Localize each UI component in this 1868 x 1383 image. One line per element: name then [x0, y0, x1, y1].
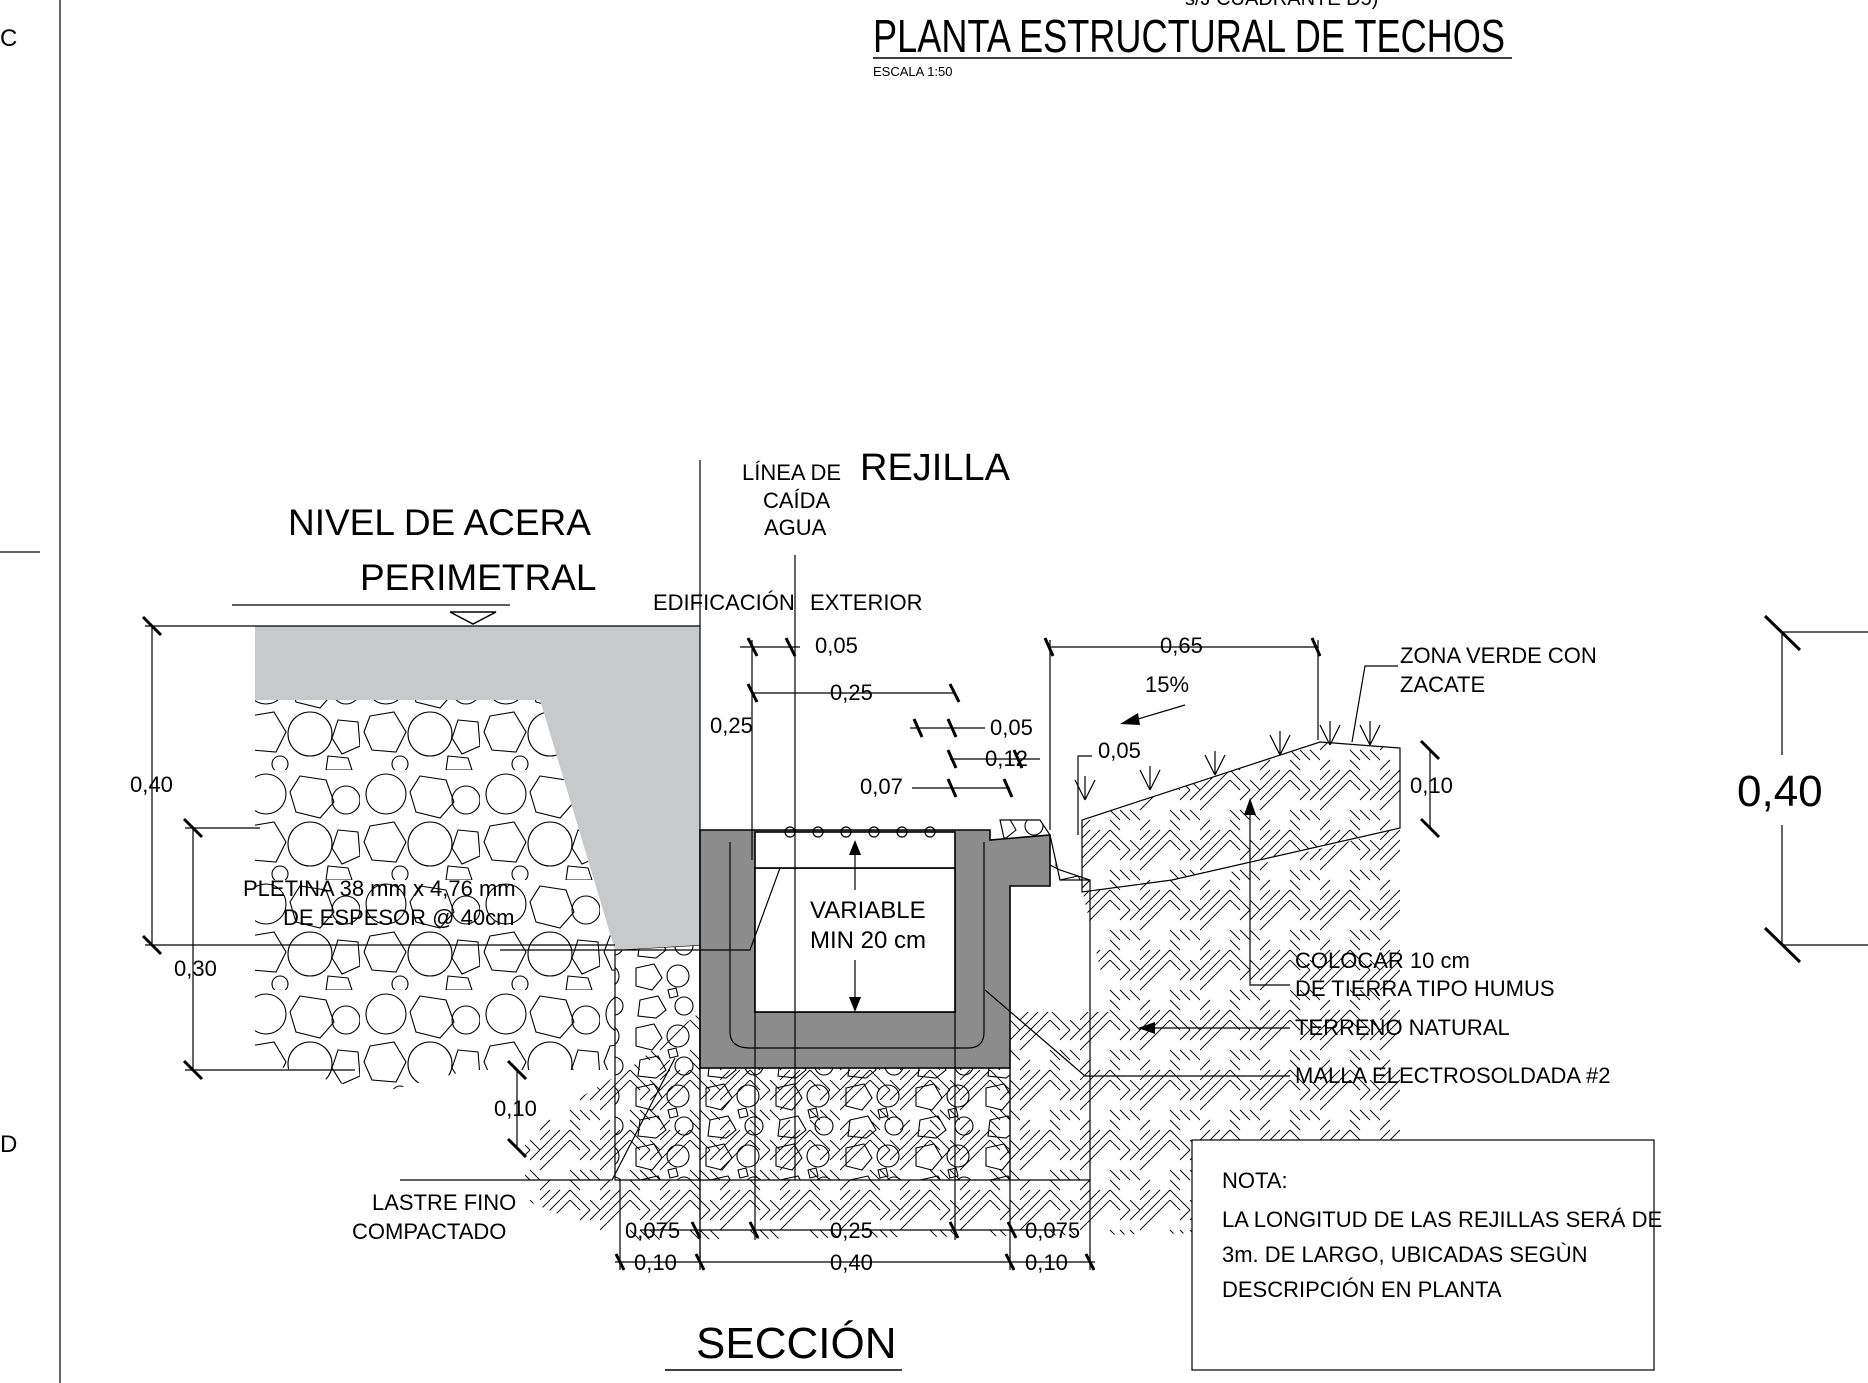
partial-subtitle: s/J CUADRANTE D5) [1185, 0, 1378, 10]
dim-040-left: 0,40 [130, 772, 173, 797]
dim-tick [1012, 749, 1024, 769]
dim-tick [946, 778, 958, 798]
dim-tick [141, 615, 163, 637]
level-triangle-icon [449, 611, 497, 625]
dim-010-bottom: 0,10 [494, 1096, 537, 1121]
section-title: SECCIÓN [696, 1319, 896, 1368]
dim-010-br: 0,10 [1025, 1250, 1068, 1275]
leader-lastre [400, 1057, 676, 1181]
label-zona-verde-2: ZACATE [1400, 672, 1485, 697]
dim-0075-left: 0,075 [625, 1218, 680, 1243]
dim-tick [1004, 1253, 1016, 1271]
label-lastre-2: COMPACTADO [352, 1219, 506, 1244]
label-lastre-1: LASTRE FINO [372, 1190, 516, 1215]
note-heading: NOTA: [1222, 1168, 1288, 1193]
dim-007: 0,07 [860, 774, 903, 799]
dim-040-bottom: 0,40 [830, 1250, 873, 1275]
label-zona-verde-1: ZONA VERDE CON [1400, 643, 1597, 668]
dim-005-mid: 0,05 [990, 715, 1033, 740]
dim-040-right-bg [1735, 755, 1835, 825]
humus-arrowhead-icon [1244, 798, 1256, 815]
dim-tick [1419, 739, 1441, 761]
dim-tick [912, 718, 924, 738]
dim-tick [614, 1253, 626, 1271]
grass-tufts [1074, 721, 1381, 801]
dim-tick [1043, 637, 1055, 657]
mesh-reinforcement [729, 842, 985, 1049]
frame-letter-top: C [0, 25, 17, 52]
dim-tick [1310, 637, 1322, 657]
label-linea-caida-2: CAÍDA [763, 488, 831, 513]
dim-tick [1763, 926, 1802, 964]
dim-tick [948, 1221, 960, 1239]
dim-tick [690, 1221, 702, 1239]
dim-040-right: 0,40 [1737, 767, 1823, 816]
label-min-20: MIN 20 cm [810, 927, 926, 954]
label-malla: MALLA ELECTROSOLDADA #2 [1295, 1063, 1610, 1088]
dim-tick [1763, 614, 1802, 652]
dim-tick [506, 1059, 528, 1081]
dim-tick [748, 1221, 760, 1239]
label-rejilla: REJILLA [860, 447, 1011, 489]
dim-line-005-right [1077, 755, 1092, 835]
dim-005-top: 0,05 [815, 633, 858, 658]
label-variable: VARIABLE [810, 897, 926, 924]
slope-arrowhead-icon [1120, 713, 1140, 725]
dim-010-right: 0,10 [1410, 773, 1453, 798]
label-slope: 15% [1145, 672, 1189, 697]
dim-025-bottom: 0,25 [830, 1218, 873, 1243]
arrow-up-icon [849, 840, 861, 855]
humus-layer [1081, 741, 1401, 893]
label-terreno-natural: TERRENO NATURAL [1295, 1015, 1510, 1040]
note-box [1191, 1139, 1655, 1371]
dim-tick [784, 637, 797, 657]
label-humus-2: DE TIERRA TIPO HUMUS [1295, 976, 1555, 1001]
dim-tick [1002, 778, 1014, 798]
dim-0075-right: 0,075 [1025, 1218, 1080, 1243]
dim-tick [694, 1253, 706, 1271]
label-pletina-1: PLETINA 38 mm x 4,76 mm [243, 876, 516, 901]
dim-025-top: 0,25 [830, 680, 873, 705]
dim-005-right: 0,05 [1098, 738, 1141, 763]
label-exterior: EXTERIOR [810, 590, 922, 615]
note-line-2: 3m. DE LARGO, UBICADAS SEGÙN [1222, 1242, 1588, 1267]
plan-scale: ESCALA 1:50 [873, 64, 953, 79]
big-stone-fill [255, 700, 615, 1090]
leader-malla [984, 989, 1290, 1077]
note-line-1: LA LONGITUD DE LAS REJILLAS SERÁ DE [1222, 1207, 1662, 1232]
label-pletina-2: DE ESPESOR @ 40cm [283, 905, 514, 930]
label-nivel-acera: NIVEL DE ACERA [288, 502, 591, 543]
dim-030: 0,30 [174, 956, 217, 981]
dim-tick [1006, 1221, 1018, 1239]
dim-tick [1084, 1253, 1096, 1271]
dim-025-vert: 0,25 [710, 713, 753, 738]
dim-tick [946, 718, 958, 738]
label-linea-caida-1: LÍNEA DE [742, 460, 841, 485]
leader-pletina [500, 867, 781, 951]
terreno-arrowhead-icon [1138, 1022, 1155, 1034]
dim-tick [1419, 817, 1441, 839]
arrow-down-icon [849, 997, 861, 1012]
note-line-3: DESCRIPCIÓN EN PLANTA [1222, 1277, 1502, 1302]
dim-tick [506, 1137, 528, 1159]
plan-title: PLANTA ESTRUCTURAL DE TECHOS [873, 10, 1505, 62]
dim-tick [948, 683, 961, 703]
leader-zona-verde [1351, 665, 1398, 743]
sidewalk-slab [255, 626, 700, 950]
frame-letter-bottom: D [0, 1131, 17, 1158]
label-humus-1: COLOCAR 10 cm [1295, 948, 1470, 973]
dim-010-bl: 0,10 [634, 1250, 677, 1275]
label-edificacion: EDIFICACIÓN [653, 590, 795, 615]
dim-065: 0,65 [1160, 633, 1203, 658]
leader-humus [1249, 805, 1290, 986]
label-perimetral: PERIMETRAL [360, 557, 596, 598]
dim-012: 0,12 [985, 746, 1028, 771]
grate-bars [784, 826, 936, 838]
dim-tick [946, 749, 958, 769]
label-linea-caida-3: AGUA [764, 515, 827, 540]
